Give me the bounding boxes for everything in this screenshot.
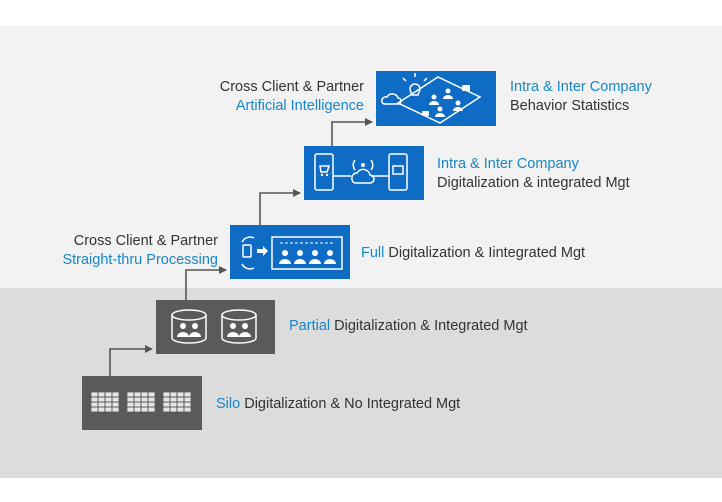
ai-line1: Cross Client & Partner xyxy=(219,79,364,95)
step-silo-box xyxy=(82,376,202,430)
ai-phone-icon xyxy=(381,73,482,124)
ai-line2: Artificial Intelligence xyxy=(235,98,364,114)
stp-line1: Cross Client & Partner xyxy=(73,233,218,249)
step-full-highlight: Full xyxy=(361,245,385,261)
table-grid-icon xyxy=(90,391,192,413)
stp-line2: Straight-thru Processing xyxy=(62,252,218,268)
step-full-box xyxy=(230,225,350,279)
step-intra-digital-box xyxy=(304,146,424,200)
stp-side-label: Cross Client & Partner Straight-thru Pro… xyxy=(62,232,218,270)
step-full-text: Digitalization & Iintegrated Mgt xyxy=(384,245,586,261)
step-silo-text: Digitalization & No Integrated Mgt xyxy=(240,396,461,412)
step-partial-text: Digitalization & Integrated Mgt xyxy=(330,318,528,334)
step-ai-line2: Behavior Statistics xyxy=(510,98,630,114)
mobile-cloud-icon xyxy=(314,153,408,191)
step-ai-box xyxy=(376,71,496,126)
step-silo-label: Silo Digitalization & No Integrated Mgt xyxy=(216,395,460,414)
step-silo-highlight: Silo xyxy=(216,396,241,412)
ai-side-label: Cross Client & Partner Artificial Intell… xyxy=(220,78,364,116)
connector-1-2 xyxy=(109,345,153,376)
workflow-users-icon xyxy=(241,236,343,270)
step-ai-label: Intra & Inter Company Behavior Statistic… xyxy=(510,78,652,116)
step-intra-digital-line2: Digitalization & integrated Mgt xyxy=(437,175,630,191)
connector-3-4 xyxy=(259,189,301,225)
step-partial-box xyxy=(156,300,275,354)
step-ai-line1: Intra & Inter Company xyxy=(510,79,652,95)
step-full-label: Full Digitalization & Iintegrated Mgt xyxy=(361,244,585,263)
connector-4-5 xyxy=(331,118,373,146)
step-intra-digital-label: Intra & Inter Company Digitalization & i… xyxy=(437,155,630,193)
connector-2-3 xyxy=(185,266,227,300)
step-intra-digital-line1: Intra & Inter Company xyxy=(437,156,579,172)
database-users-icon xyxy=(171,309,257,344)
step-partial-highlight: Partial xyxy=(289,318,331,334)
step-partial-label: Partial Digitalization & Integrated Mgt xyxy=(289,317,528,336)
